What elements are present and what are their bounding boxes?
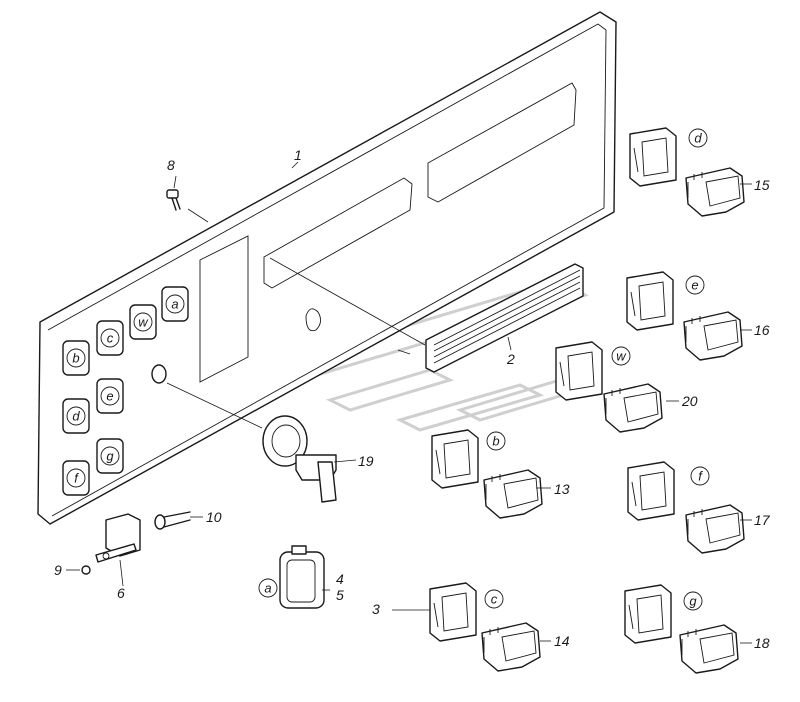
- bracket-6: [95, 513, 141, 563]
- label-14: 14: [554, 633, 570, 649]
- rocker-switch: [683, 311, 743, 361]
- switch-assembly-f: [627, 461, 745, 554]
- label-6: 6: [117, 585, 125, 601]
- label-19: 19: [358, 453, 374, 469]
- label-2: 2: [506, 351, 515, 367]
- trim-strip: [425, 263, 584, 373]
- rocker-switch: [685, 504, 745, 554]
- letter-c: c: [491, 592, 498, 607]
- letter-b: b: [492, 434, 499, 449]
- switch-housing: [429, 582, 477, 642]
- letter-w: w: [616, 349, 627, 364]
- label-9: 9: [54, 562, 62, 578]
- panel-button-label: c: [107, 331, 114, 346]
- label-8: 8: [167, 157, 175, 173]
- switch-assembly-e: [626, 271, 743, 361]
- bezel-4-5: [279, 545, 325, 609]
- label-20: 20: [681, 393, 698, 409]
- label-18: 18: [754, 635, 770, 651]
- switch-assembly-w: [555, 341, 663, 433]
- panel-button-label: w: [138, 315, 149, 330]
- rotary-switch-19: [262, 415, 337, 503]
- bolt-10: [154, 511, 191, 530]
- label-4: 4: [336, 571, 344, 587]
- panel-button-b: b: [62, 340, 90, 376]
- panel-button-g: g: [96, 438, 124, 474]
- switch-housing: [431, 429, 479, 489]
- rocker-switch: [481, 622, 541, 672]
- part-labels: 1 8 2 19 10 6 9 4 5 3 13 14 15 16 17 18 …: [54, 147, 771, 651]
- switch-housing: [627, 461, 675, 521]
- switch-assembly-b: [431, 429, 543, 519]
- switch-housing: [624, 584, 672, 644]
- label-15: 15: [754, 177, 770, 193]
- panel-button-label: g: [106, 449, 114, 464]
- rocker-switch: [685, 167, 745, 217]
- rocker-switch: [603, 383, 663, 433]
- rocker-switch: [679, 624, 739, 674]
- panel-button-label: f: [74, 471, 79, 486]
- letter-f: f: [698, 469, 703, 484]
- label-5: 5: [336, 587, 344, 603]
- letter-d: d: [694, 131, 702, 146]
- panel-button-c: c: [96, 320, 124, 356]
- switch-assembly-d: [629, 127, 745, 217]
- panel-button-d: d: [62, 398, 90, 434]
- screw-8: [166, 189, 181, 211]
- letter-a: a: [264, 581, 271, 596]
- label-16: 16: [754, 322, 770, 338]
- label-10: 10: [206, 509, 222, 525]
- switch-housing: [629, 127, 677, 187]
- panel-button-a: a: [161, 286, 189, 322]
- switch-assembly-c: [429, 582, 541, 672]
- instrument-panel: [37, 11, 617, 525]
- panel-button-label: e: [106, 389, 113, 404]
- nut-9: [81, 565, 91, 575]
- panel-button-label: d: [72, 409, 80, 424]
- label-17: 17: [754, 512, 771, 528]
- panel-button-f: f: [62, 460, 90, 496]
- letter-e: e: [691, 278, 698, 293]
- switch-housing: [555, 341, 603, 401]
- label-3: 3: [372, 601, 380, 617]
- label-1: 1: [294, 147, 302, 163]
- panel-button-e: e: [96, 378, 124, 414]
- panel-button-label: a: [171, 297, 178, 312]
- switch-assembly-g: [624, 584, 739, 674]
- switch-housing: [626, 271, 674, 331]
- letter-g: g: [689, 594, 697, 609]
- circled-letters: d e w b f a c g: [258, 128, 710, 611]
- rocker-switch: [483, 469, 543, 519]
- panel-button-w: w: [129, 304, 157, 340]
- panel-button-label: b: [72, 351, 79, 366]
- label-13: 13: [554, 481, 570, 497]
- leader-lines: [66, 161, 752, 644]
